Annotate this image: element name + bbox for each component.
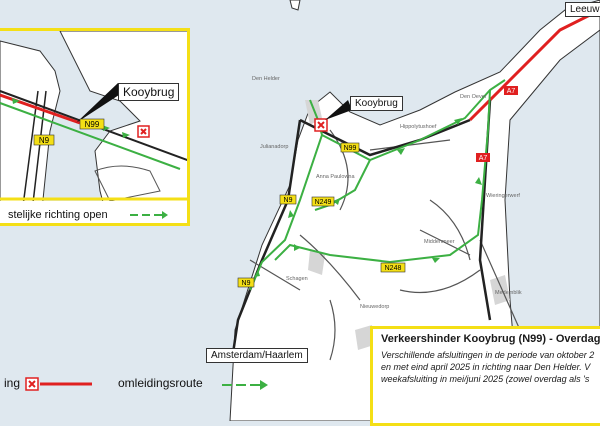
shield-a7-1: A7 [507,88,516,95]
shield-a7-2: A7 [479,155,488,162]
info-box-title: Verkeershinder Kooybrug (N99) - Overdag [381,333,600,345]
label-den-oever: Den Oever [460,94,487,100]
n99-road [299,118,471,157]
road-shields: N9 N9 N99 N249 N248 A7 A7 [237,86,518,288]
place-labels: Den Helder Julianadorp Anna Paulowna Den… [252,76,522,310]
label-medemblik: Medemblik [495,290,522,296]
inset-map: N9 N99 stelijke richting open Kooybrug [0,28,190,226]
label-julianadorp: Julianadorp [260,144,288,150]
shield-n248: N248 [385,265,402,272]
detour-arrows [254,118,482,277]
label-wieringerwerf: Wieringerwerf [486,193,520,199]
label-schagen: Schagen [286,276,308,282]
info-box-line3: weekafsluiting in mei/juni 2025 (zowel o… [381,374,590,384]
label-nieuwe-niedorp: Nieuwedorp [360,304,389,310]
inset-kooybrug-label: Kooybrug [118,83,180,101]
label-middenmeer: Middenmeer [424,239,455,245]
inset-map-svg: N9 N99 stelijke richting open [0,31,187,223]
inset-shield-n9: N9 [39,136,50,145]
kooybrug-pointer [325,100,352,120]
inset-shield-n99: N99 [85,120,100,129]
n9-road [230,119,302,361]
kooybrug-label: Kooybrug [350,96,403,111]
local-roads [249,129,521,361]
label-leeuwarden: Leeuw [565,2,600,17]
label-den-helder: Den Helder [252,76,280,82]
info-box-line1: Verschillende afsluitingen in de periode… [381,350,595,360]
shield-n9-2: N9 [242,280,251,287]
info-box-line2: en met eind april 2025 in richting naar … [381,362,591,372]
kooybrug-closure-icon [314,118,328,132]
inset-legend-text: stelijke richting open [8,209,108,221]
legend-closure-icon [25,377,92,391]
legend-closure-label: ing [4,376,21,390]
shield-n9-1: N9 [284,197,293,204]
info-box: Verkeershinder Kooybrug (N99) - Overdag … [370,326,600,426]
shield-n99: N99 [344,145,357,152]
label-hippolytushoef: Hippolytushoef [400,124,437,130]
label-anna-paulowna: Anna Paulowna [316,174,355,180]
ijsselmeer [504,29,600,421]
inset-closure-icon [137,125,150,138]
urban-areas [305,100,510,350]
legend-detour-icon [222,380,268,390]
shield-n249: N249 [315,199,332,206]
label-amsterdam-haarlem: Amsterdam/Haarlem [206,348,308,363]
legend-detour-label: omleidingsroute [118,376,203,390]
